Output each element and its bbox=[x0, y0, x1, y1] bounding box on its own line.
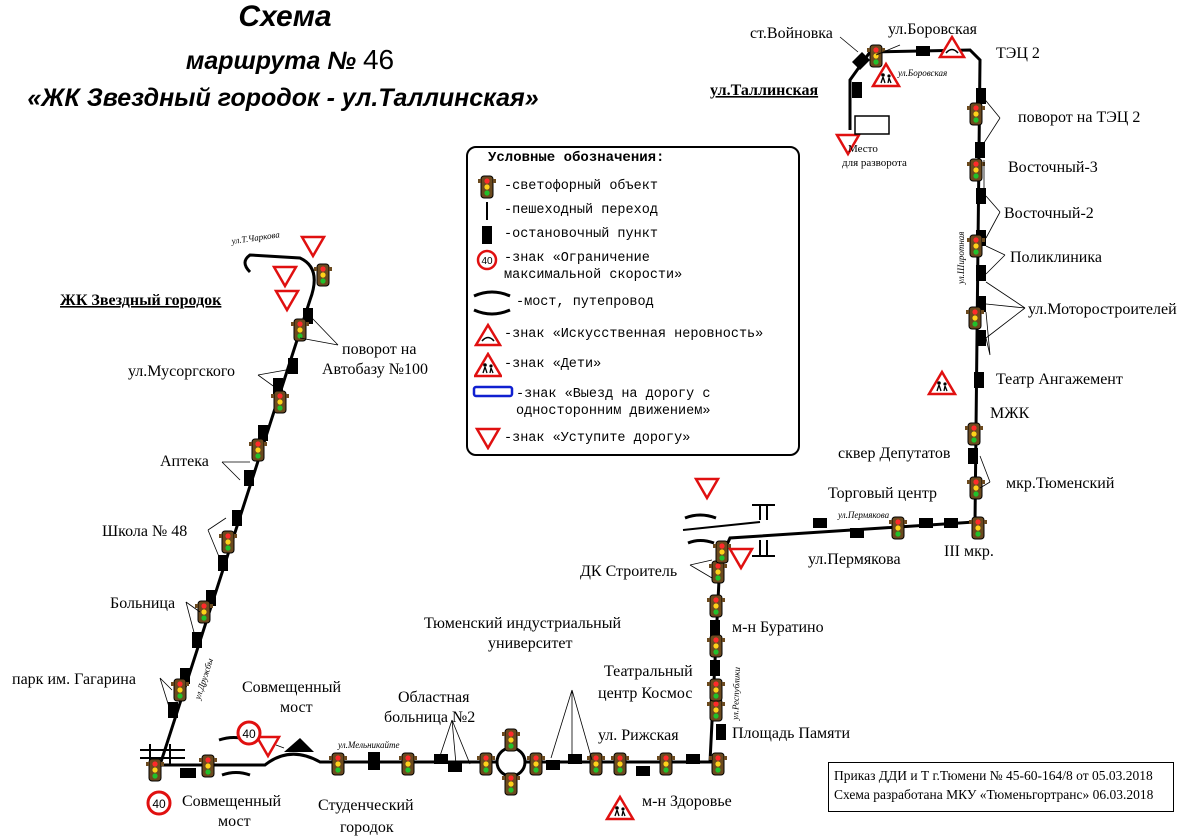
bridge-hump bbox=[284, 738, 314, 752]
label-apteka: Аптека bbox=[160, 453, 209, 470]
legend-item-yield: -знак «Уступите дорогу» bbox=[504, 431, 691, 446]
label-park: парк им. Гагарина bbox=[12, 671, 136, 688]
label-bridge2-a: Совмещенный bbox=[182, 793, 281, 810]
label-oblhosp-2: больница №2 bbox=[384, 709, 475, 726]
street-respubliki: ул.Республики bbox=[730, 666, 742, 721]
map-title: Схема bbox=[238, 0, 332, 33]
street-druzhby: ул.Дружбы bbox=[192, 657, 215, 702]
label-rizhskaya: ул. Рижская bbox=[598, 727, 679, 744]
label-razvorot-2: для разворота bbox=[842, 157, 907, 169]
stop-labels: поворот на Автобазу №100 ул.Мусоргского … bbox=[12, 21, 1177, 836]
label-student-1: Студенческий bbox=[318, 797, 414, 814]
label-tallinskaya: ул.Таллинская bbox=[710, 82, 818, 99]
crosswalk-icon bbox=[486, 202, 488, 220]
label-autobaza-2: Автобазу №100 bbox=[322, 361, 428, 378]
yield-icon bbox=[475, 427, 501, 450]
label-razvorot-1: Место bbox=[848, 143, 878, 155]
label-univ-1: Тюменский индустриальный bbox=[424, 615, 621, 632]
label-school: Школа № 48 bbox=[102, 523, 187, 540]
label-zdorovie: м-н Здоровье bbox=[642, 793, 732, 810]
legend-item-bridge: -мост, путепровод bbox=[516, 295, 654, 310]
label-buratino: м-н Буратино bbox=[732, 619, 824, 636]
legend-item-oneway: -знак «Выезд на дорогу с односторонним д… bbox=[516, 387, 711, 419]
label-bridge2-b: мост bbox=[218, 813, 251, 830]
label-bridge1-b: мост bbox=[280, 699, 313, 716]
label-torg: Торговый центр bbox=[828, 485, 937, 502]
route-line bbox=[158, 48, 982, 767]
legend-title: Условные обозначения: bbox=[488, 150, 665, 166]
speed-bump-icon bbox=[474, 323, 502, 347]
label-tec2: ТЭЦ 2 bbox=[996, 45, 1040, 62]
leader-lines bbox=[159, 36, 1026, 765]
traffic-light-icon bbox=[477, 175, 497, 199]
label-vost3: Восточный-3 bbox=[1008, 159, 1098, 176]
label-vost2: Восточный-2 bbox=[1004, 205, 1094, 222]
label-tyumensky: мкр.Тюменский bbox=[1006, 475, 1115, 492]
label-student-2: городок bbox=[340, 819, 394, 836]
label-kosmos-1: Театральный bbox=[604, 663, 693, 680]
svg-text:40: 40 bbox=[152, 797, 166, 811]
crossings-misc bbox=[140, 504, 775, 764]
route-label: маршрута № bbox=[185, 47, 357, 75]
label-dk: ДК Строитель bbox=[580, 563, 677, 580]
legend-item-traffic-light: -светофорный объект bbox=[504, 179, 658, 194]
bridge-icon bbox=[473, 290, 511, 316]
bump-signs bbox=[938, 35, 966, 59]
label-bridge1-a: Совмещенный bbox=[242, 679, 341, 696]
legend-item-crosswalk: -пешеходный переход bbox=[504, 203, 658, 218]
note-line-2: Схема разработана МКУ «Тюменьгортранс» 0… bbox=[834, 787, 1154, 802]
label-borovskaya: ул.Боровская bbox=[888, 21, 978, 38]
roundabout bbox=[495, 746, 527, 778]
legend-item-children: -знак «Дети» bbox=[504, 357, 602, 372]
label-musorgsky: ул.Мусоргского bbox=[128, 363, 235, 380]
speed-limit-icon: 40 bbox=[476, 249, 498, 271]
label-teatr: Театр Ангажемент bbox=[996, 371, 1123, 388]
svg-text:40: 40 bbox=[481, 256, 493, 267]
street-charkova: ул.Т.Чаркова bbox=[230, 229, 281, 246]
stop-markers bbox=[168, 46, 986, 778]
label-kosmos-2: центр Космос bbox=[598, 685, 692, 702]
label-voinovka: ст.Войновка bbox=[750, 25, 833, 42]
route-endpoints: «ЖК Звездный городок - ул.Таллинская» bbox=[27, 84, 539, 112]
label-mzhk: МЖК bbox=[990, 405, 1030, 422]
legend-item-bump: -знак «Искусственная неровность» bbox=[504, 327, 764, 342]
label-motor: ул.Моторостроителей bbox=[1028, 301, 1177, 318]
svg-text:40: 40 bbox=[242, 727, 256, 741]
street-shirotnaya: ул.Широтная bbox=[956, 232, 966, 285]
turnaround-area bbox=[854, 115, 890, 135]
legend-item-speed: -знак «Ограничение максимальной скорости… bbox=[504, 251, 683, 283]
label-skver: сквер Депутатов bbox=[838, 445, 951, 462]
label-oblhosp-1: Областная bbox=[398, 689, 470, 706]
label-permyakova: ул.Пермякова bbox=[808, 551, 901, 568]
label-univ-2: университет bbox=[488, 635, 572, 652]
legend-box: Условные обозначения: -светофорный объек… bbox=[466, 146, 800, 456]
label-iii: III мкр. bbox=[944, 543, 994, 560]
speed-limit-sign-2: 40 bbox=[146, 790, 172, 816]
one-way-icon bbox=[472, 385, 514, 398]
label-autobaza-1: поворот на bbox=[342, 341, 416, 358]
route-title: маршрута № 46 bbox=[160, 44, 420, 76]
order-note: Приказ ДДИ и Т г.Тюмени № 45-60-164/8 от… bbox=[828, 762, 1174, 812]
label-poliklinika: Поликлиника bbox=[1010, 249, 1102, 266]
speed-limit-sign-1: 40 bbox=[236, 720, 262, 746]
street-borovskaya: ул.Боровская bbox=[897, 68, 947, 78]
label-tec2turn: поворот на ТЭЦ 2 bbox=[1018, 109, 1140, 126]
bus-stop-icon bbox=[482, 226, 492, 244]
children-icon bbox=[474, 352, 502, 378]
label-pamyati: Площадь Памяти bbox=[732, 725, 851, 742]
label-zhk: ЖК Звездный городок bbox=[60, 292, 222, 309]
label-hospital: Больница bbox=[110, 595, 175, 612]
street-melnikaite: ул.Мельникайте bbox=[337, 740, 400, 750]
legend-item-stop: -остановочный пункт bbox=[504, 227, 658, 242]
route-number: 46 bbox=[362, 44, 395, 75]
street-permyakova: ул.Пермякова bbox=[837, 510, 890, 520]
note-line-1: Приказ ДДИ и Т г.Тюмени № 45-60-164/8 от… bbox=[834, 768, 1153, 783]
